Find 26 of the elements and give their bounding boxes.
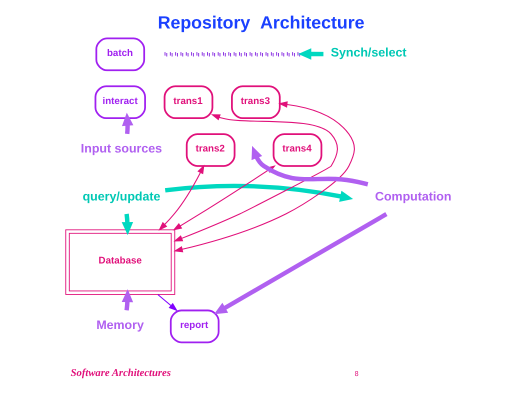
node-box: trans2 xyxy=(185,133,235,167)
node-text: Memory xyxy=(96,318,144,332)
node-box: trans3 xyxy=(230,85,280,120)
arrow xyxy=(251,146,368,186)
diagram-title: Repository Architecture xyxy=(157,12,364,33)
node-box: interact xyxy=(94,85,146,120)
arrow xyxy=(121,289,133,311)
arrow xyxy=(157,294,178,312)
label: Software Architectures xyxy=(70,368,170,380)
node-text: query/update xyxy=(82,189,160,204)
node-text: Input sources xyxy=(80,141,162,156)
arrow xyxy=(172,114,338,242)
node-text: Computation xyxy=(374,189,451,204)
node-box: trans4 xyxy=(272,133,322,167)
node-box: Database xyxy=(64,229,175,295)
arrow xyxy=(121,112,133,134)
arrow xyxy=(158,164,204,231)
arrow xyxy=(213,212,388,314)
arrow xyxy=(298,48,323,60)
arrow xyxy=(173,101,354,252)
arrow xyxy=(121,214,133,236)
node-text: Synch/select xyxy=(330,46,406,60)
arrow xyxy=(164,184,353,202)
node-box: trans1 xyxy=(163,85,213,120)
node-box: batch xyxy=(94,38,145,72)
node-box: report xyxy=(169,310,220,344)
